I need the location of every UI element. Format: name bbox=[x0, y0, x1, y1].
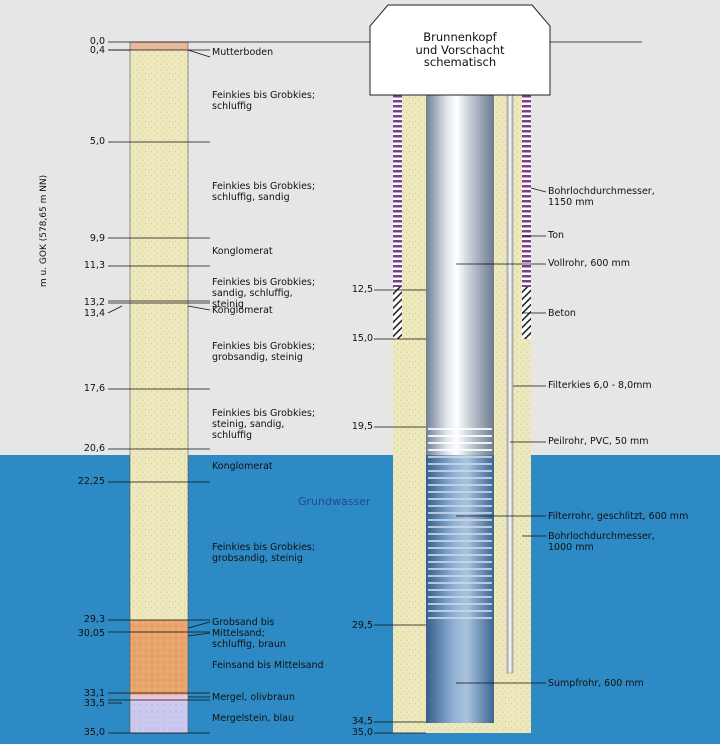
filter-slot bbox=[428, 463, 492, 465]
depth-label: 33,1 bbox=[83, 688, 105, 699]
well-pipe bbox=[426, 95, 494, 723]
filter-slot bbox=[428, 491, 492, 493]
layer-label: Mutterboden bbox=[212, 47, 274, 58]
layer-label: Feinkies bis Grobkies; grobsandig, stein… bbox=[212, 341, 316, 363]
layer-label: Mergelstein, blau bbox=[212, 713, 295, 724]
filter-slot bbox=[428, 526, 492, 528]
layer-label: Feinkies bis Grobkies; schluffig bbox=[212, 90, 316, 112]
layer-label: Feinkies bis Grobkies; grobsandig, stein… bbox=[212, 542, 316, 564]
filter-slot bbox=[428, 435, 492, 437]
leader-line bbox=[187, 49, 211, 58]
groundwater-area bbox=[0, 455, 720, 744]
layer-label: Konglomerat bbox=[212, 305, 273, 316]
filter-slot bbox=[428, 617, 492, 619]
well-label: Filterkies 6,0 - 8,0mm bbox=[548, 380, 652, 391]
well-depth-label: 12,5 bbox=[351, 284, 373, 295]
filter-slot bbox=[428, 561, 492, 563]
well-depth-label: 29,5 bbox=[351, 620, 373, 631]
well-label: Ton bbox=[548, 230, 565, 241]
filter-slot bbox=[428, 589, 492, 591]
layer-label: Feinkies bis Grobkies; steinig, sandig, … bbox=[212, 408, 316, 441]
leader-line bbox=[187, 305, 211, 311]
well-label: Peilrohr, PVC, 50 mm bbox=[548, 436, 649, 447]
leader-line bbox=[530, 187, 547, 193]
well-depth-label: 19,5 bbox=[351, 421, 373, 432]
sky-area bbox=[0, 0, 720, 455]
well-head bbox=[369, 4, 551, 96]
well-depth-label: 15,0 bbox=[351, 333, 373, 344]
layer-label: Mergel, olivbraun bbox=[212, 692, 295, 703]
depth-label: 30,05 bbox=[77, 628, 105, 639]
groundwater-label: Grundwasser bbox=[298, 495, 371, 508]
depth-label: 13,2 bbox=[83, 297, 105, 308]
peil-pipe bbox=[506, 94, 514, 674]
layer-label: Konglomerat bbox=[212, 461, 273, 472]
depth-label: 35,0 bbox=[83, 727, 105, 738]
well-label: Vollrohr, 600 mm bbox=[548, 258, 630, 269]
filter-slot bbox=[428, 554, 492, 556]
filter-slot bbox=[428, 505, 492, 507]
well-depth-label: 35,0 bbox=[351, 727, 373, 738]
depth-label: 0,4 bbox=[89, 45, 105, 56]
well-label: Bohrlochdurchmesser, 1000 mm bbox=[548, 531, 655, 553]
depth-label: 9,9 bbox=[89, 233, 105, 244]
filter-slot bbox=[428, 582, 492, 584]
layer-label: Konglomerat bbox=[212, 246, 273, 257]
filter-slot bbox=[428, 449, 492, 451]
depth-label: 17,6 bbox=[83, 383, 105, 394]
well-label: Bohrlochdurchmesser, 1150 mm bbox=[548, 186, 655, 208]
leader-line bbox=[107, 305, 123, 314]
filter-slot bbox=[428, 442, 492, 444]
depth-label: 5,0 bbox=[89, 136, 105, 147]
filter-slot bbox=[428, 603, 492, 605]
layer-label: Feinkies bis Grobkies; sandig, schluffig… bbox=[212, 277, 316, 310]
filter-slot bbox=[428, 470, 492, 472]
layer-label: Grobsand bis Mittelsand; schluffig, brau… bbox=[212, 617, 286, 650]
filter-slot bbox=[428, 519, 492, 521]
filter-slot bbox=[428, 456, 492, 458]
filter-slot bbox=[428, 498, 492, 500]
depth-label: 11,3 bbox=[83, 260, 105, 271]
depth-label: 0,0 bbox=[89, 36, 105, 47]
leader-line bbox=[187, 632, 211, 637]
depth-axis-label: m u. GOK (578,65 m NN) bbox=[39, 174, 49, 288]
filter-slot bbox=[428, 533, 492, 535]
filter-slot bbox=[428, 477, 492, 479]
filter-slot bbox=[428, 596, 492, 598]
filter-slot bbox=[428, 540, 492, 542]
filter-slot bbox=[428, 512, 492, 514]
well-label: Filterrohr, geschlitzt, 600 mm bbox=[548, 511, 689, 522]
filter-slot bbox=[428, 568, 492, 570]
filter-slot bbox=[428, 610, 492, 612]
depth-label: 20,6 bbox=[83, 443, 105, 454]
filter-slot bbox=[428, 484, 492, 486]
leader-line bbox=[187, 621, 211, 629]
depth-label: 22,25 bbox=[77, 476, 105, 487]
depth-label: 29,3 bbox=[83, 614, 105, 625]
filter-slot bbox=[428, 547, 492, 549]
depth-label: 33,5 bbox=[83, 698, 105, 709]
soil-column bbox=[129, 41, 189, 734]
well-head-title: Brunnenkopf und Vorschacht schematisch bbox=[415, 30, 505, 69]
layer-label: Feinkies bis Grobkies; schluffig, sandig bbox=[212, 181, 316, 203]
depth-label: 13,4 bbox=[83, 308, 105, 319]
well-depth-label: 34,5 bbox=[351, 716, 373, 727]
filter-slots bbox=[428, 428, 492, 619]
well-label: Beton bbox=[548, 308, 576, 319]
layer-label: Feinsand bis Mittelsand bbox=[212, 660, 324, 671]
filter-slot bbox=[428, 428, 492, 430]
well-label: Sumpfrohr, 600 mm bbox=[548, 678, 644, 689]
filter-slot bbox=[428, 575, 492, 577]
